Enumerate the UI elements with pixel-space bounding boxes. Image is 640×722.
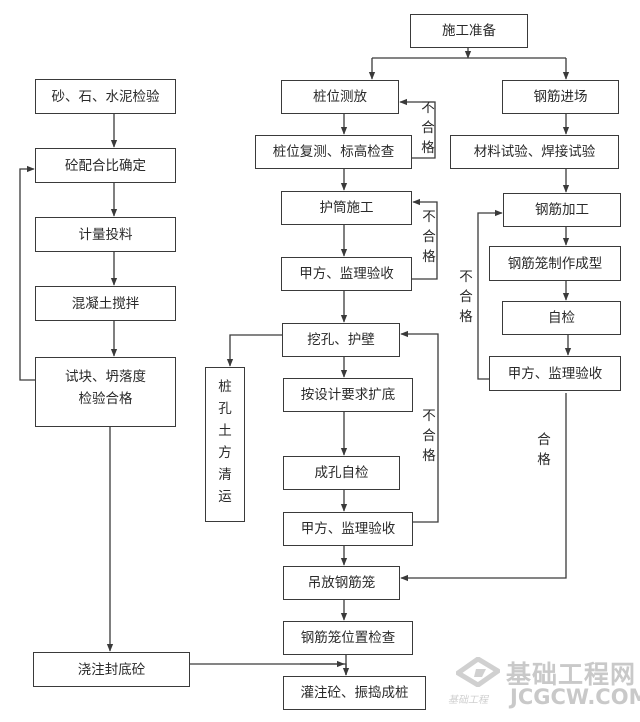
edge-accept2-fail (400, 330, 439, 523)
node-label: 钢筋进场 (533, 89, 588, 105)
node-metering: 计量投料 (35, 217, 176, 252)
node-label: 材料试验、焊接试验 (473, 144, 596, 160)
edge-accept-rebar-fail (477, 209, 503, 380)
edge-recheck-fail (399, 98, 436, 159)
edge-accept1-fail (412, 198, 438, 280)
node-label: 计量投料 (78, 226, 133, 243)
node-hoist-cage: 吊放钢筋笼 (283, 566, 400, 600)
node-label: 砼配合比确定 (65, 157, 146, 174)
node-cage-fabrication: 钢筋笼制作成型 (489, 246, 621, 281)
label-char: 格 (422, 448, 436, 464)
node-label: 自检 (548, 310, 575, 326)
watermark-sub: 基础工程 (448, 695, 488, 706)
node-seal-pour: 浇注封底砼 (33, 652, 190, 687)
node-label: 桩位测放 (313, 89, 367, 105)
node-slump-test: 试块、坍落度 检验合格 (35, 357, 176, 427)
node-label: 吊放钢筋笼 (307, 575, 376, 591)
edge-accept-rebar-pass-to-hoist (400, 393, 567, 582)
node-pile-layout: 桩位测放 (281, 80, 399, 114)
label-char: 格 (422, 249, 436, 265)
edge-excavate-to-spoil (226, 334, 282, 367)
node-accept-2: 甲方、监理验收 (283, 512, 413, 546)
node-label: 施工准备 (442, 23, 496, 39)
edge-label-fail-recheck: 不 合 格 (420, 98, 436, 158)
label-char: 合 (537, 432, 551, 448)
node-material-test: 砂、石、水泥检验 (35, 79, 176, 114)
label-char: 格 (537, 452, 551, 468)
node-rebar-processing: 钢筋加工 (503, 193, 621, 227)
label-char: 合 (421, 120, 435, 136)
node-casing: 护筒施工 (281, 191, 412, 225)
node-excavate: 挖孔、护壁 (282, 323, 400, 357)
node-accept-1: 甲方、监理验收 (281, 257, 412, 291)
label-char: 不 (459, 269, 473, 285)
node-spoil-removal: 桩 孔 土 方 清 运 (205, 367, 245, 522)
node-label: 浇注封底砼 (77, 661, 146, 678)
node-bell-base: 按设计要求扩底 (283, 378, 413, 412)
edge-label-pass-rebar: 合 格 (536, 430, 552, 470)
node-cage-check: 钢筋笼位置检查 (283, 621, 413, 655)
watermark-domain: JCGCW.COM (510, 685, 640, 709)
node-rebar-arrival: 钢筋进场 (502, 80, 619, 114)
label-char: 合 (422, 229, 436, 245)
node-label: 桩位复测、标高检查 (272, 144, 395, 160)
edge-label-fail-rebar: 不 合 格 (458, 267, 474, 327)
node-pour-pile: 灌注砼、振捣成桩 (283, 676, 426, 710)
node-hole-check: 成孔自检 (283, 456, 400, 490)
label-char: 格 (421, 140, 435, 156)
node-self-check: 自检 (502, 301, 621, 335)
watermark-name: 基础工程网 (506, 660, 637, 689)
node-label-char: 运 (218, 489, 232, 505)
edge-label-fail-hole: 不 合 格 (421, 406, 437, 466)
node-label: 护筒施工 (319, 200, 374, 216)
node-label: 挖孔、护壁 (307, 332, 375, 348)
edge-label-fail-casing: 不 合 格 (421, 207, 437, 267)
label-char: 格 (459, 309, 473, 325)
label-char: 不 (422, 209, 436, 225)
node-label: 甲方、监理验收 (507, 365, 603, 382)
node-label: 灌注砼、振捣成桩 (300, 685, 409, 701)
node-label-char: 孔 (218, 401, 232, 417)
node-label: 钢筋笼位置检查 (300, 630, 396, 646)
watermark-logo-icon (456, 657, 500, 687)
node-prep: 施工准备 (410, 14, 528, 48)
node-label: 甲方、监理验收 (299, 266, 394, 282)
edge-seal-pour-to-pour-pile (190, 663, 347, 675)
node-label: 钢筋加工 (535, 202, 589, 218)
node-label: 钢筋笼制作成型 (507, 255, 603, 272)
node-label-line: 检验合格 (78, 391, 133, 407)
node-label-char: 清 (218, 467, 232, 483)
node-label-line: 试块、坍落度 (65, 369, 146, 385)
node-rebar-test: 材料试验、焊接试验 (450, 135, 619, 169)
node-mixing: 混凝土搅拌 (35, 286, 176, 321)
label-char: 不 (422, 408, 436, 424)
node-label-char: 土 (218, 423, 232, 439)
node-label: 砂、石、水泥检验 (51, 88, 160, 105)
node-label: 混凝土搅拌 (71, 295, 140, 312)
node-label-char: 桩 (218, 379, 232, 395)
node-label: 成孔自检 (314, 465, 369, 481)
node-label-char: 方 (218, 445, 232, 461)
label-char: 不 (421, 100, 435, 116)
node-accept-rebar: 甲方、监理验收 (489, 356, 621, 391)
label-char: 合 (422, 428, 436, 444)
edge-slump-loop-to-mix (19, 165, 35, 381)
node-mix-ratio: 砼配合比确定 (35, 148, 176, 183)
label-char: 合 (459, 289, 473, 305)
node-label: 按设计要求扩底 (300, 387, 396, 403)
node-pile-recheck: 桩位复测、标高检查 (255, 135, 412, 169)
node-label: 甲方、监理验收 (300, 521, 396, 537)
